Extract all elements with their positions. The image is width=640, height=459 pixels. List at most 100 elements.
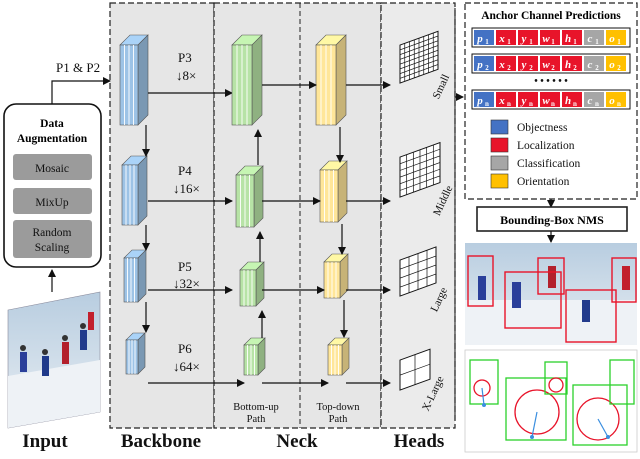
svg-text:x: x	[498, 95, 505, 107]
prediction-cell-y	[518, 92, 538, 107]
prediction-cell-c	[584, 92, 604, 107]
svg-text:n: n	[485, 100, 489, 108]
svg-text:n: n	[507, 100, 511, 108]
p1-p2-label: P1 & P2	[56, 60, 100, 75]
svg-text:n: n	[573, 100, 577, 108]
svg-text:x: x	[498, 59, 505, 71]
legend-item-2: Classification	[490, 155, 580, 171]
neck-topdown-block-3	[323, 253, 349, 299]
prediction-cell-h	[562, 56, 582, 71]
svg-text:n: n	[529, 100, 533, 108]
prediction-cell-p	[474, 56, 494, 71]
svg-text:2: 2	[507, 64, 511, 72]
svg-text:1: 1	[485, 38, 489, 46]
prediction-cell-y	[518, 30, 538, 45]
svg-text:h: h	[565, 95, 571, 107]
svg-text:w: w	[542, 33, 550, 45]
prediction-cell-w	[540, 30, 560, 45]
svg-text:1: 1	[507, 38, 511, 46]
predictions-ellipsis: • • • • • •	[534, 76, 568, 87]
svg-text:Classification: Classification	[517, 158, 580, 170]
level-p4-name: P4	[178, 163, 192, 178]
neck-topdown-block-4	[327, 337, 350, 376]
level-p4-stride: ↓16×	[173, 181, 200, 196]
svg-text:2: 2	[529, 64, 533, 72]
neck-bottomup-block-1	[231, 34, 263, 126]
svg-text:o: o	[609, 59, 615, 71]
svg-text:1: 1	[551, 38, 555, 46]
prediction-cell-w	[540, 56, 560, 71]
input-image	[7, 291, 101, 429]
svg-text:1: 1	[617, 38, 621, 46]
prediction-cell-w	[540, 92, 560, 107]
svg-text:2: 2	[573, 64, 577, 72]
level-p5-stride: ↓32×	[173, 276, 200, 291]
heads-title: Heads	[394, 431, 445, 452]
svg-text:n: n	[551, 100, 555, 108]
output-detection-image	[465, 243, 637, 345]
neck-topdown-block-1	[315, 34, 347, 126]
top-down-line1: Top-down	[316, 402, 360, 413]
prediction-cell-p	[474, 92, 494, 107]
bottom-up-line1: Bottom-up	[233, 402, 279, 413]
bottom-up-line2: Path	[247, 414, 266, 425]
svg-text:1: 1	[595, 38, 599, 46]
head-grid-3	[399, 348, 431, 391]
random-scaling-label-line1: Random	[33, 227, 72, 239]
svg-text:y: y	[520, 59, 527, 71]
neck-title: Neck	[276, 431, 318, 452]
prediction-cell-h	[562, 30, 582, 45]
prediction-cell-x	[496, 56, 516, 71]
neck-bottomup-block-2	[235, 165, 264, 228]
head-grid-1	[399, 141, 441, 198]
level-p5-name: P5	[178, 259, 192, 274]
svg-text:1: 1	[529, 38, 533, 46]
prediction-cell-x	[496, 92, 516, 107]
backbone-block-p6	[125, 332, 146, 375]
legend-item-1: Localization	[490, 137, 575, 153]
svg-text:2: 2	[617, 64, 621, 72]
prediction-cell-h	[562, 92, 582, 107]
svg-text:p: p	[476, 95, 483, 107]
level-p6-name: P6	[178, 341, 192, 356]
neck-bottomup-block-3	[239, 261, 265, 307]
svg-text:c: c	[588, 59, 593, 71]
nms-title: Bounding-Box NMS	[500, 213, 604, 227]
svg-text:x: x	[498, 33, 505, 45]
head-grid-0	[399, 30, 439, 84]
svg-text:Objectness: Objectness	[517, 122, 568, 134]
level-p6-stride: ↓64×	[173, 359, 200, 374]
level-p3-stride: ↓8×	[176, 68, 196, 83]
mosaic-label: Mosaic	[35, 163, 69, 175]
mixup-label: MixUp	[35, 197, 68, 209]
svg-text:2: 2	[485, 64, 489, 72]
augmentation-to-backbone-arrow	[51, 77, 111, 104]
prediction-cell-o	[606, 56, 626, 71]
svg-text:2: 2	[595, 64, 599, 72]
random-scaling-box	[13, 220, 92, 258]
svg-text:w: w	[542, 95, 550, 107]
nms-box	[476, 206, 628, 232]
input-title: Input	[22, 431, 68, 452]
output-geometry-diagram	[464, 349, 638, 453]
svg-text:n: n	[595, 100, 599, 108]
head-grid-2	[399, 246, 437, 297]
prediction-cell-y	[518, 56, 538, 71]
svg-text:2: 2	[551, 64, 555, 72]
svg-text:c: c	[588, 95, 593, 107]
top-down-line2: Path	[329, 414, 348, 425]
svg-text:n: n	[617, 100, 621, 108]
legend-item-3: Orientation	[490, 173, 570, 189]
random-scaling-label-line2: Scaling	[35, 242, 70, 254]
svg-text:o: o	[609, 33, 615, 45]
augmentation-title-line2: Augmentation	[17, 133, 88, 145]
augmentation-title-line1: Data	[40, 118, 64, 130]
backbone-block-p3	[119, 34, 149, 126]
mosaic-box	[13, 154, 92, 180]
prediction-cell-o	[606, 92, 626, 107]
